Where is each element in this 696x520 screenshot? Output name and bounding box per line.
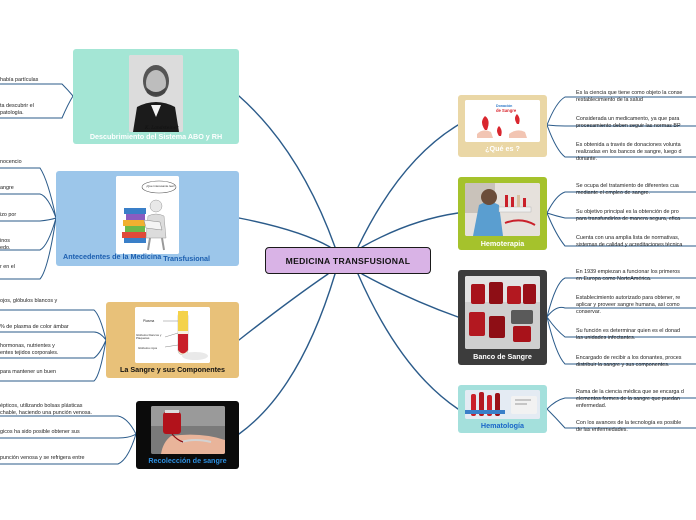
portrait-icon: K. Landsteiner [129, 55, 183, 132]
lab-work-icon [465, 183, 540, 236]
blood-tube-icon: Plasma Glóbulos blancos y Plaquetas Glób… [135, 307, 210, 363]
note-banco-2: Establecimiento autorizado para obtener,… [576, 295, 681, 315]
topic-label: Hemoterapia [480, 239, 525, 248]
topic-label: La Sangre y sus Componentes [119, 365, 226, 374]
topic-banco[interactable]: Banco de Sangre [458, 270, 547, 365]
connector-center-banco [361, 273, 459, 318]
note-sangre-1: ojos, glóbulos blancos y [0, 298, 58, 304]
central-topic[interactable]: MEDICINA TRANSFUSIONAL [265, 247, 431, 274]
topic-label: Hematología [480, 421, 525, 430]
topic-recoleccion[interactable]: Recolección de sangre [136, 401, 239, 469]
topic-label-part1: Antecedentes de la Medicina [63, 252, 162, 261]
note-hemoterapia-2: Su objetivo principal es la obtención de… [576, 209, 681, 222]
donation-hands-icon: Donación de Sangre [465, 100, 540, 142]
note-antecedentes-2: angre [0, 185, 14, 191]
tube-label-globulos-rojos: Glóbulos rojos [138, 346, 158, 350]
books-figure-icon: ¡Que interesante leer! [116, 176, 179, 254]
note-que-es-3: Es obtenida a través de donaciones volun… [576, 142, 682, 162]
topic-hemoterapia[interactable]: Hemoterapia [458, 177, 547, 250]
note-hemoterapia-1: Se ocupa del tratamiento de diferentes c… [576, 183, 679, 196]
note-banco-1: En 1939 empiezan a funcionar los primero… [576, 269, 680, 282]
topic-descubrimiento[interactable]: K. Landsteiner Descubrimiento del Sistem… [73, 49, 239, 144]
note-recoleccion-2: gicos ha sido posible obtener sus [0, 429, 80, 435]
blood-bags-icon [465, 276, 540, 349]
test-tubes-icon [465, 390, 540, 419]
note-antecedentes-3: izo por [0, 212, 17, 218]
note-hemoterapia-3: Cuenta con una amplia lista de normativa… [576, 235, 683, 248]
note-descubrimiento-1: había partículas [0, 77, 39, 83]
connector-center-hemoterapia [361, 212, 459, 248]
topic-label: Recolección de sangre [148, 456, 227, 465]
note-banco-4: Encargado de recibir a los donantes, pro… [576, 355, 682, 368]
note-recoleccion-3: punción venosa y se refrigera entre [0, 455, 85, 461]
topic-label-part2: Transfusional [163, 254, 210, 263]
note-antecedentes-5: r en el [0, 264, 15, 270]
signature-text: K. Landsteiner [145, 126, 179, 131]
connector-center-recoleccion [238, 273, 336, 435]
topic-label: Antecedentes de la Medicina Transfusiona… [63, 252, 210, 263]
tube-label-plasma: Plasma [143, 319, 155, 323]
topic-hematologia[interactable]: Hematología [458, 385, 547, 433]
image-text-line1: Donación [496, 104, 513, 108]
topic-que-es[interactable]: Donación de Sangre ¿Qué es ? [458, 95, 547, 157]
note-sangre-4: para mantener un buen [0, 369, 57, 375]
connector-center-descubrimiento [238, 95, 336, 248]
note-banco-3: Su función es determinar quien es el don… [576, 328, 680, 341]
note-hematologia-2: Con los avances de la tecnología es posi… [576, 420, 682, 433]
note-que-es-1: Es la ciencia que tiene como objeto la c… [576, 90, 683, 103]
topic-label: ¿Qué es ? [485, 144, 520, 153]
note-hematologia-1: Rama de la ciencia médica que se encarga… [576, 389, 684, 409]
topic-label: Descubrimiento del Sistema ABO y RH [89, 132, 223, 141]
topic-label: Banco de Sangre [473, 352, 532, 361]
blood-donation-icon [151, 406, 225, 454]
topic-antecedentes[interactable]: ¡Que interesante leer! Antecedentes de l… [56, 171, 239, 266]
note-antecedentes-1: nocencio [0, 159, 22, 165]
topic-sangre[interactable]: Plasma Glóbulos blancos y Plaquetas Glób… [106, 302, 239, 378]
image-text-line2: de Sangre [496, 108, 517, 113]
note-sangre-2: % de plasma de color ámbar [0, 324, 69, 330]
connector-center-hematologia [357, 273, 459, 410]
connector-banco-notes [546, 277, 696, 365]
connector-center-queEs [357, 124, 459, 248]
connector-center-antecedentes [238, 217, 331, 248]
tube-label-globulos-blancos: Glóbulos blancos y Plaquetas [136, 333, 162, 341]
connector-center-sangre [238, 273, 329, 341]
speech-bubble-text: ¡Que interesante leer! [146, 184, 176, 188]
